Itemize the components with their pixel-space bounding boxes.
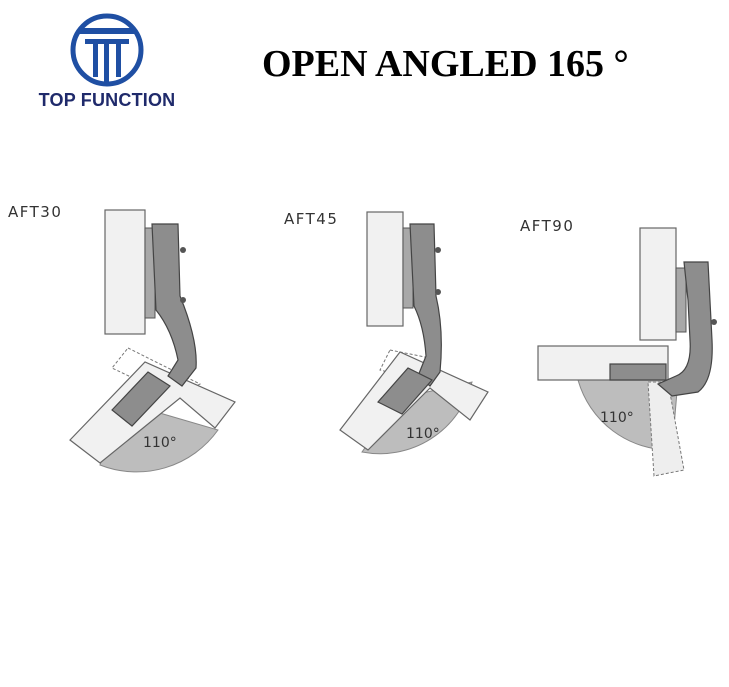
- cabinet-panel: [104, 209, 146, 335]
- hinge-cup: [609, 363, 667, 381]
- hinge-diagram-aft90: 110°: [537, 227, 717, 477]
- brand-name: TOP FUNCTION: [38, 90, 176, 110]
- diagram-label-aft45: AFT45: [284, 210, 339, 228]
- diagram-label-aft30: AFT30: [8, 203, 63, 221]
- open-door-panel: [69, 361, 236, 464]
- hinge-arm: [151, 223, 197, 387]
- hinge-diagram-aft45: 110°: [339, 211, 489, 455]
- angle-label-aft90: 110°: [600, 410, 634, 426]
- closed-door-outline: [111, 347, 202, 399]
- brand-logo: TOP FUNCTION: [22, 12, 192, 112]
- diagram-label-aft90: AFT90: [520, 217, 575, 235]
- cabinet-panel: [366, 211, 404, 327]
- top-function-logo-icon: [70, 13, 144, 87]
- hinge-arm: [656, 261, 713, 397]
- hinge-arm: [409, 223, 442, 387]
- angle-label-aft30: 110°: [143, 435, 177, 451]
- closed-door-outline: [647, 381, 685, 477]
- closed-door-outline: [379, 349, 431, 381]
- hinge-diagram-aft30: 110°: [69, 209, 236, 473]
- hinge-cup: [377, 367, 433, 415]
- angle-label-aft45: 110°: [406, 426, 440, 442]
- mounting-plate: [675, 267, 687, 333]
- hinge-cup: [111, 371, 171, 427]
- cabinet-panel: [639, 227, 677, 341]
- page-title: OPEN ANGLED 165 °: [262, 43, 629, 85]
